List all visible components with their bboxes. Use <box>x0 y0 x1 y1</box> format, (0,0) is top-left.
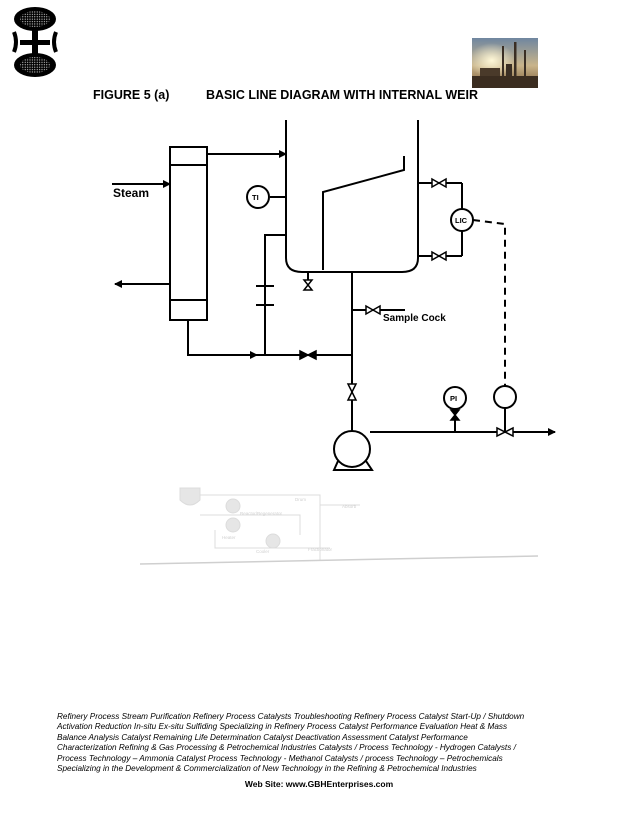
valve-return-line <box>299 349 317 361</box>
valve-sample-cock <box>365 304 381 316</box>
watermark-label: Reactor/Regenerator <box>240 511 283 516</box>
footer-text: Refinery Process Stream Purification Ref… <box>57 712 553 774</box>
figure-title: BASIC LINE DIAGRAM WITH INTERNAL WEIR <box>206 88 478 102</box>
process-diagram: Steam TI LIC PI Sample Cock Drum Absorb … <box>112 120 556 565</box>
valve-lic-bottom <box>431 250 447 262</box>
valve-vessel-drain <box>302 279 314 291</box>
level-gauge-line <box>264 234 286 355</box>
valve-lic-top <box>431 177 447 189</box>
ti-instrument <box>246 185 270 209</box>
valve-vessel-outlet <box>346 383 358 401</box>
footer-line: Activation Reduction In-situ Ex-situ Sul… <box>57 722 508 732</box>
lic-label: LIC <box>455 216 468 225</box>
sample-cock-label: Sample Cock <box>383 313 446 324</box>
footer-line: Specializing in the Development & Commer… <box>57 764 477 774</box>
pi-label: PI <box>450 394 457 403</box>
control-valve-actuator <box>493 385 517 409</box>
watermark-label: Fractionator <box>308 547 333 552</box>
watermark-label: Drum <box>295 497 306 502</box>
company-logo <box>12 6 58 78</box>
watermark-label: Absorb <box>342 504 357 509</box>
vessel <box>285 120 419 273</box>
watermark-diagram <box>139 487 539 565</box>
footer-line: Process Technology – Ammonia Catalyst Pr… <box>57 753 503 763</box>
control-valve <box>496 426 514 438</box>
steam-label: Steam <box>113 186 149 200</box>
signal-line <box>472 219 506 386</box>
footer-line: Balance Analysis Catalyst Remaining Life… <box>57 732 468 742</box>
internal-weir <box>322 156 405 270</box>
figure-label: FIGURE 5 (a) <box>93 88 170 102</box>
watermark-label: Heater <box>222 535 236 540</box>
footer-line: Refinery Process Stream Purification Ref… <box>57 712 525 721</box>
exchanger-return-line <box>187 320 352 356</box>
valve-pi <box>449 409 461 421</box>
watermark-label: Cooler <box>256 549 270 554</box>
heat-exchanger <box>169 146 208 321</box>
ti-label: TI <box>252 193 259 202</box>
pump <box>333 430 371 468</box>
refinery-photo <box>472 38 538 88</box>
footer-line: Characterization Refining & Gas Processi… <box>57 743 516 753</box>
website-link[interactable]: Web Site: www.GBHEnterprises.com <box>244 779 394 789</box>
